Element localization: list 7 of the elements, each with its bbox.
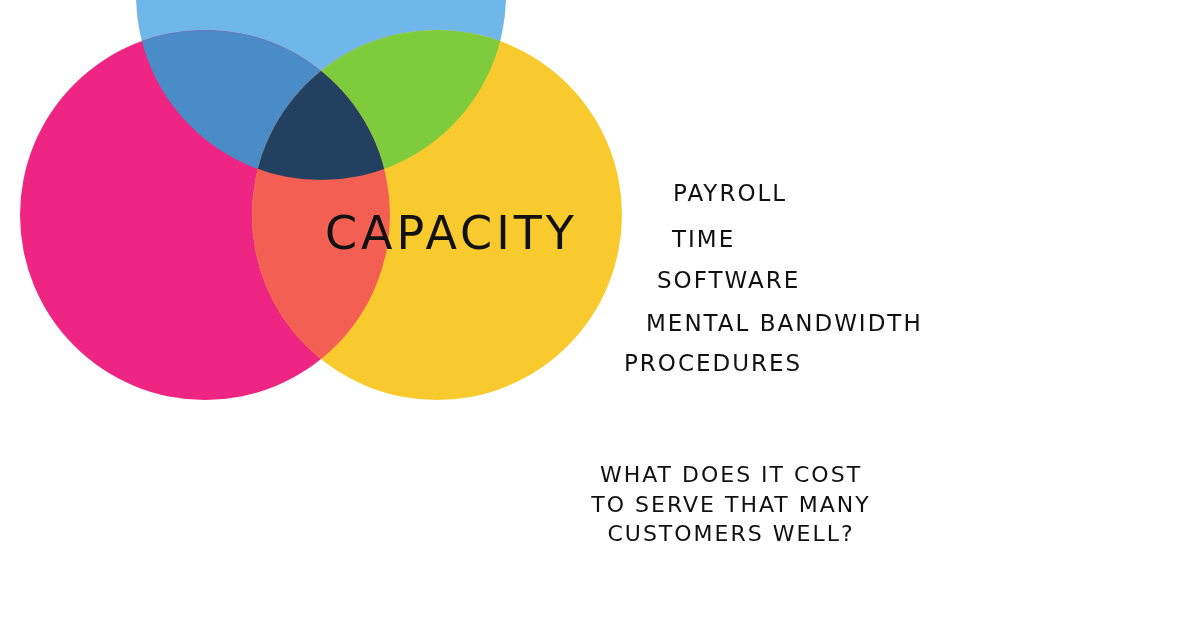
- list-item: MENTAL BANDWIDTH: [646, 309, 923, 338]
- venn-title: CAPACITY: [325, 205, 578, 262]
- question-text: WHAT DOES IT COST TO SERVE THAT MANY CUSTOMERS WELL?: [590, 461, 872, 549]
- list-item: PAYROLL: [673, 179, 788, 208]
- list-item: SOFTWARE: [657, 266, 801, 295]
- list-item: PROCEDURES: [624, 349, 803, 378]
- list-item: TIME: [672, 225, 736, 254]
